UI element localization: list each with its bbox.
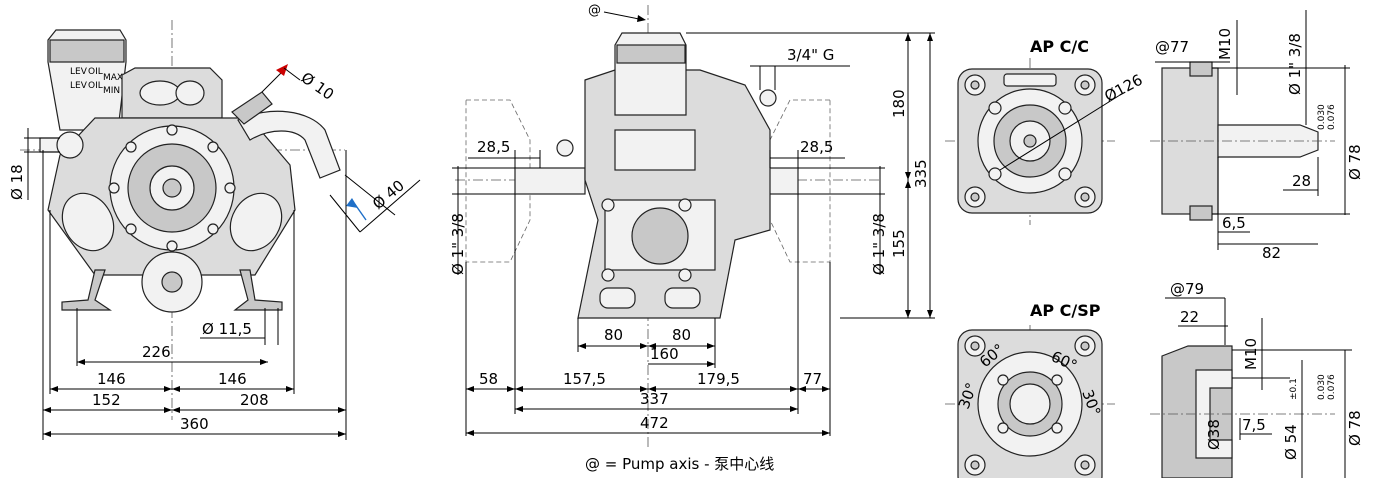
dim-shaft-left: Ø 1" 3/8 xyxy=(449,213,467,275)
dim-160: 160 xyxy=(650,345,679,363)
ap-csp-at79: @79 xyxy=(1170,280,1204,298)
dim-208: 208 xyxy=(240,391,269,409)
dim-80-right: 80 xyxy=(672,326,691,344)
dim-335: 335 xyxy=(912,159,930,188)
ap-csp-bolts xyxy=(964,335,1096,476)
at-marker: @ xyxy=(588,3,601,18)
ap-csp-d38: Ø38 xyxy=(1205,419,1223,450)
ap-cc-shaft-diam: Ø 1" 3/8 xyxy=(1286,33,1304,95)
dim-146-right: 146 xyxy=(218,370,247,388)
dim-shaft-right: Ø 1" 3/8 xyxy=(870,213,888,275)
right-foot xyxy=(233,269,283,311)
ap-cc-l6-5: 6,5 xyxy=(1222,214,1246,232)
pump-axis-footnote: @ = Pump axis - 泵中心线 xyxy=(585,455,774,473)
ap-cc-m10: M10 xyxy=(1216,28,1234,60)
svg-text:MAX: MAX xyxy=(103,73,123,83)
dim-337: 337 xyxy=(640,390,669,408)
ap-csp-m10: M10 xyxy=(1242,338,1260,370)
dim-58: 58 xyxy=(479,370,498,388)
dim-77: 77 xyxy=(803,370,822,388)
hose-elbow xyxy=(237,110,341,179)
dim-28-5-left: 28,5 xyxy=(477,138,510,156)
ap-cc-l28: 28 xyxy=(1292,172,1311,190)
dim-472: 472 xyxy=(640,414,669,432)
dim-146-left: 146 xyxy=(97,370,126,388)
dim-157-5: 157,5 xyxy=(563,370,606,388)
ap-cc-title: AP C/C xyxy=(1030,37,1089,56)
ap-csp-l22: 22 xyxy=(1180,308,1199,326)
dim-155: 155 xyxy=(890,229,908,258)
left-foot xyxy=(61,269,112,311)
oil-level-labels: LEV OIL MAX LEV OIL MIN xyxy=(70,67,123,96)
ap-csp-l7-5: 7,5 xyxy=(1242,416,1266,434)
ap-cc-d78: Ø 78 xyxy=(1346,144,1364,180)
ap-cc-tol-bot: 0.076 xyxy=(1327,104,1337,130)
ap-cc-l82: 82 xyxy=(1262,244,1281,262)
dim-d18: Ø 18 xyxy=(8,164,26,200)
svg-text:MIN: MIN xyxy=(103,86,120,96)
ap-csp-title: AP C/SP xyxy=(1030,301,1101,320)
ap-csp-d54: Ø 54 xyxy=(1282,424,1300,460)
svg-text:OIL: OIL xyxy=(88,81,103,91)
dim-179-5: 179,5 xyxy=(697,370,740,388)
ap-cc-tol-top: 0.030 xyxy=(1317,104,1327,130)
left-shaft xyxy=(514,167,586,195)
dim-152: 152 xyxy=(92,391,121,409)
ap-cc-at77: @77 xyxy=(1155,38,1189,56)
ap-cc-corner-bolts xyxy=(964,74,1096,208)
ap-csp-tol-top: 0.030 xyxy=(1317,374,1327,400)
dim-d11-5: Ø 11,5 xyxy=(202,320,252,338)
ap-csp-d78: Ø 78 xyxy=(1346,410,1364,446)
dim-28-5-right: 28,5 xyxy=(800,138,833,156)
ap-csp-tol-bot: 0.076 xyxy=(1327,374,1337,400)
ap-cc-view: AP C/C Ø126 @77 M10 Ø 1" 3/8 xyxy=(945,10,1364,262)
flange-bolts xyxy=(108,124,236,252)
dim-360: 360 xyxy=(180,415,209,433)
dim-226: 226 xyxy=(142,343,171,361)
svg-text:LEV: LEV xyxy=(70,67,88,77)
ap-csp-view: AP C/SP 60° 60° 30° 30° @79 22 M10 xyxy=(945,280,1364,478)
dim-d10: Ø 10 xyxy=(298,69,338,104)
dim-180: 180 xyxy=(890,89,908,118)
dim-g34: 3/4" G xyxy=(787,46,834,64)
front-view: LEV OIL MAX LEV OIL MIN xyxy=(8,20,421,440)
side-view: @ 3/4" G 28,5 xyxy=(449,3,935,473)
ap-cc-d126: Ø126 xyxy=(1101,71,1145,106)
ap-csp-tol54: ±0.1 xyxy=(1289,378,1299,400)
svg-text:LEV: LEV xyxy=(70,81,88,91)
dim-80-left: 80 xyxy=(604,326,623,344)
svg-text:OIL: OIL xyxy=(88,67,103,77)
